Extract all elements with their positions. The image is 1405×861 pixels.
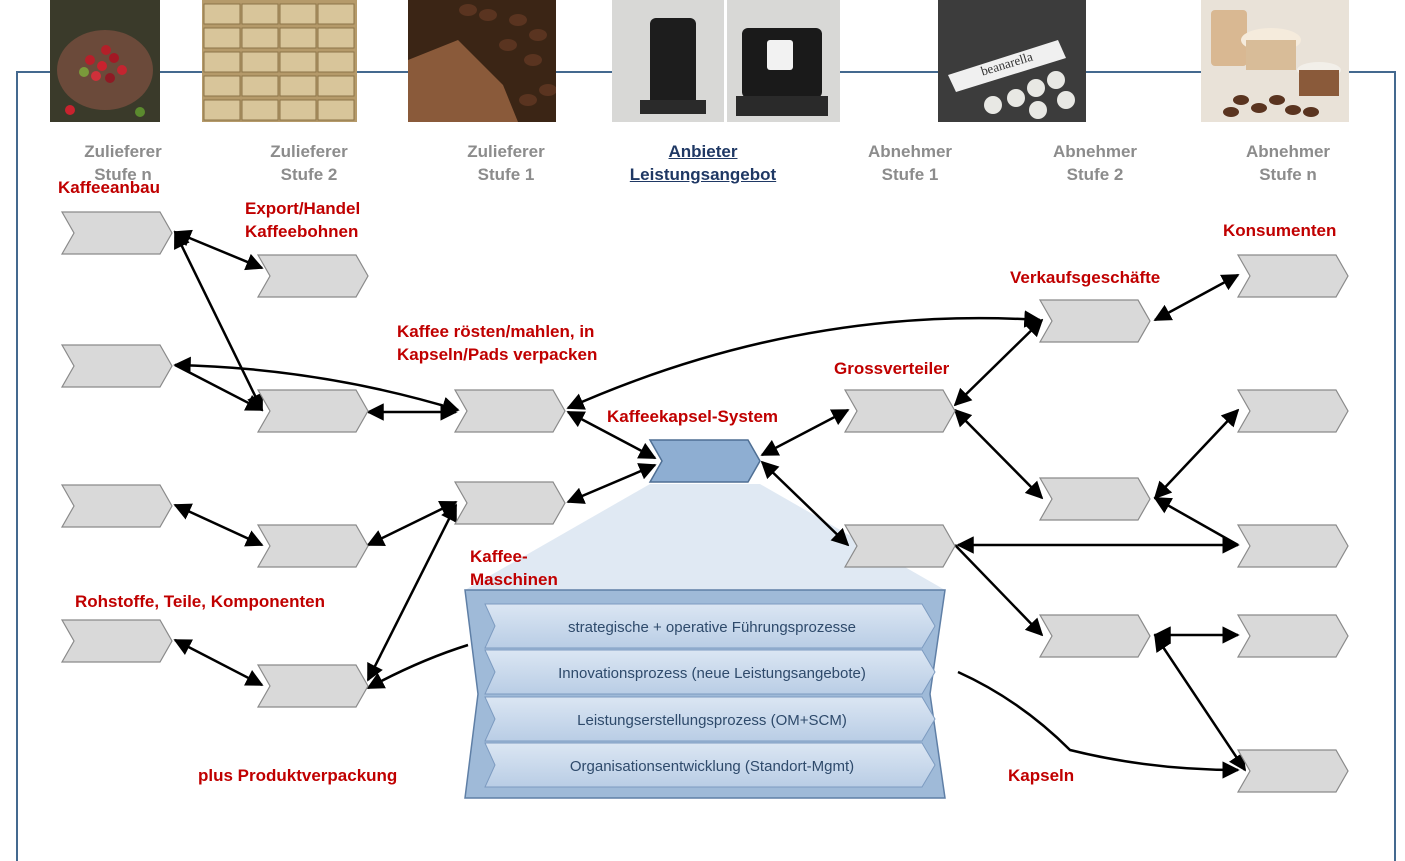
process-step-4[interactable]: Organisationsentwicklung (Standort-Mgmt)	[484, 742, 936, 788]
label-kaffeekapsel-system: Kaffeekapsel-System	[607, 407, 779, 426]
network-node[interactable]	[60, 484, 173, 528]
stage-line2: Stufe 1	[477, 165, 535, 184]
network-node[interactable]	[453, 481, 566, 525]
stage-zulieferer-2: Zulieferer Stufe 2	[224, 140, 394, 186]
stage-line2: Stufe 2	[1066, 165, 1124, 184]
network-node[interactable]	[1038, 614, 1151, 658]
network-node[interactable]	[843, 524, 956, 568]
stage-line1: Anbieter	[668, 142, 738, 161]
stage-line1: Abnehmer	[1052, 142, 1138, 161]
kaffeekapsel-system-node[interactable]	[648, 439, 761, 483]
capsule-machines-photo	[612, 0, 840, 122]
ground-coffee-beans-photo	[408, 0, 556, 122]
process-step-2[interactable]: Innovationsprozess (neue Leistungsangebo…	[484, 649, 936, 695]
network-nodes	[60, 211, 1349, 793]
zoom-wedge	[465, 484, 945, 590]
stage-abnehmer-n: Abnehmer Stufe n	[1203, 140, 1373, 186]
network-node[interactable]	[1236, 254, 1349, 298]
process-step-label: Leistungserstellungsprozess (OM+SCM)	[577, 712, 847, 729]
label-rohstoffe: Rohstoffe, Teile, Komponenten	[75, 592, 325, 611]
stage-line2: Stufe n	[1259, 165, 1317, 184]
network-node[interactable]	[1236, 389, 1349, 433]
coffee-cherries-photo	[50, 0, 160, 122]
network-node[interactable]	[1236, 614, 1349, 658]
network-node[interactable]	[256, 664, 369, 708]
process-step-3[interactable]: Leistungserstellungsprozess (OM+SCM)	[484, 696, 936, 742]
process-box: strategische + operative Führungsprozess…	[464, 589, 946, 799]
stage-line2: Stufe 1	[881, 165, 939, 184]
stage-line1: Zulieferer	[270, 142, 348, 161]
label-kaffeeanbau: Kaffeeanbau	[58, 178, 161, 197]
stage-line2: Stufe 2	[280, 165, 338, 184]
network-node[interactable]	[60, 211, 173, 255]
label-kaffee-maschinen: Kaffee-Maschinen	[470, 547, 558, 589]
stage-line1: Abnehmer	[1245, 142, 1331, 161]
stage-line1: Zulieferer	[467, 142, 545, 161]
stage-abnehmer-2: Abnehmer Stufe 2	[1010, 140, 1180, 186]
label-verkaufsgeschaefte: Verkaufsgeschäfte	[1010, 268, 1161, 287]
coffee-cups-photo	[1201, 0, 1349, 122]
label-produktverpackung: plus Produktverpackung	[198, 766, 398, 785]
network-node[interactable]	[60, 619, 173, 663]
network-node[interactable]	[60, 344, 173, 388]
beanarella-capsules-photo: beanarella	[938, 0, 1086, 122]
label-konsumenten: Konsumenten	[1223, 221, 1337, 240]
stage-anbieter[interactable]: Anbieter Leistungsangebot	[618, 140, 788, 186]
process-step-label: strategische + operative Führungsprozess…	[568, 619, 856, 636]
process-step-label: Innovationsprozess (neue Leistungsangebo…	[558, 665, 866, 682]
network-node[interactable]	[1038, 477, 1151, 521]
connection-arrows	[173, 229, 1247, 779]
network-node[interactable]	[256, 524, 369, 568]
network-node[interactable]	[843, 389, 956, 433]
label-grossverteiler: Grossverteiler	[834, 359, 950, 378]
coffee-sacks-photo	[202, 0, 357, 122]
stage-line2: Leistungsangebot	[629, 165, 777, 184]
stage-zulieferer-n: Zulieferer Stufe n	[38, 140, 208, 186]
label-kapseln: Kapseln	[1008, 766, 1075, 785]
network-node[interactable]	[1236, 524, 1349, 568]
network-node[interactable]	[256, 254, 369, 298]
network-node[interactable]	[453, 389, 566, 433]
stage-line2: Stufe n	[94, 165, 152, 184]
process-step-1[interactable]: strategische + operative Führungsprozess…	[484, 603, 936, 649]
network-node[interactable]	[1236, 749, 1349, 793]
stage-line1: Zulieferer	[84, 142, 162, 161]
network-node[interactable]	[256, 389, 369, 433]
stage-line1: Abnehmer	[867, 142, 953, 161]
network-node[interactable]	[1038, 299, 1151, 343]
stage-zulieferer-1: Zulieferer Stufe 1	[421, 140, 591, 186]
stage-abnehmer-1: Abnehmer Stufe 1	[825, 140, 995, 186]
process-step-label: Organisationsentwicklung (Standort-Mgmt)	[570, 758, 854, 775]
